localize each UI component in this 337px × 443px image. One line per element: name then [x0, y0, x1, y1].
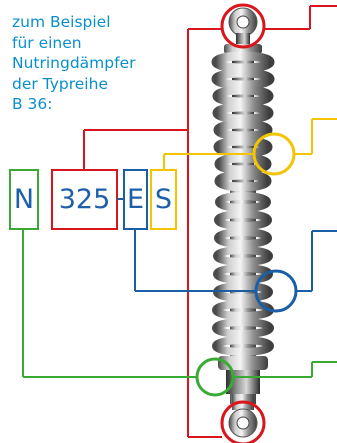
blue-highlight-circle — [254, 269, 298, 313]
red-connector-lines — [83, 5, 337, 438]
caption-line: für einen — [12, 33, 82, 52]
code-part-n-box: N — [9, 169, 39, 230]
code-part-n-label: N — [13, 184, 35, 215]
code-part-s-label: S — [154, 184, 173, 215]
code-part-325-box: 325 — [51, 169, 118, 230]
caption-line: Nutringdämpfer — [12, 54, 136, 72]
red-highlight-circle-bottom — [220, 400, 266, 443]
code-separator-dash — [117, 198, 124, 200]
code-part-e-label: E — [126, 184, 145, 215]
code-part-e-box: E — [123, 169, 148, 230]
blue-connector-lines — [134, 229, 337, 292]
green-connector-lines — [22, 229, 337, 378]
code-part-s-box: S — [150, 169, 177, 230]
caption-line: der Typreihe — [12, 74, 108, 93]
red-highlight-circle-top — [220, 3, 266, 49]
caption-line: zum Beispiel — [12, 13, 111, 31]
yellow-connector-lines — [163, 118, 337, 170]
code-part-325-label: 325 — [58, 184, 111, 215]
caption-line: B 36: — [12, 95, 53, 113]
shock-absorber-image — [211, 7, 275, 438]
green-highlight-circle — [195, 357, 235, 397]
caption: zum Beispiel für einen Nutringdämpfer de… — [12, 12, 172, 115]
yellow-highlight-circle — [252, 132, 296, 176]
